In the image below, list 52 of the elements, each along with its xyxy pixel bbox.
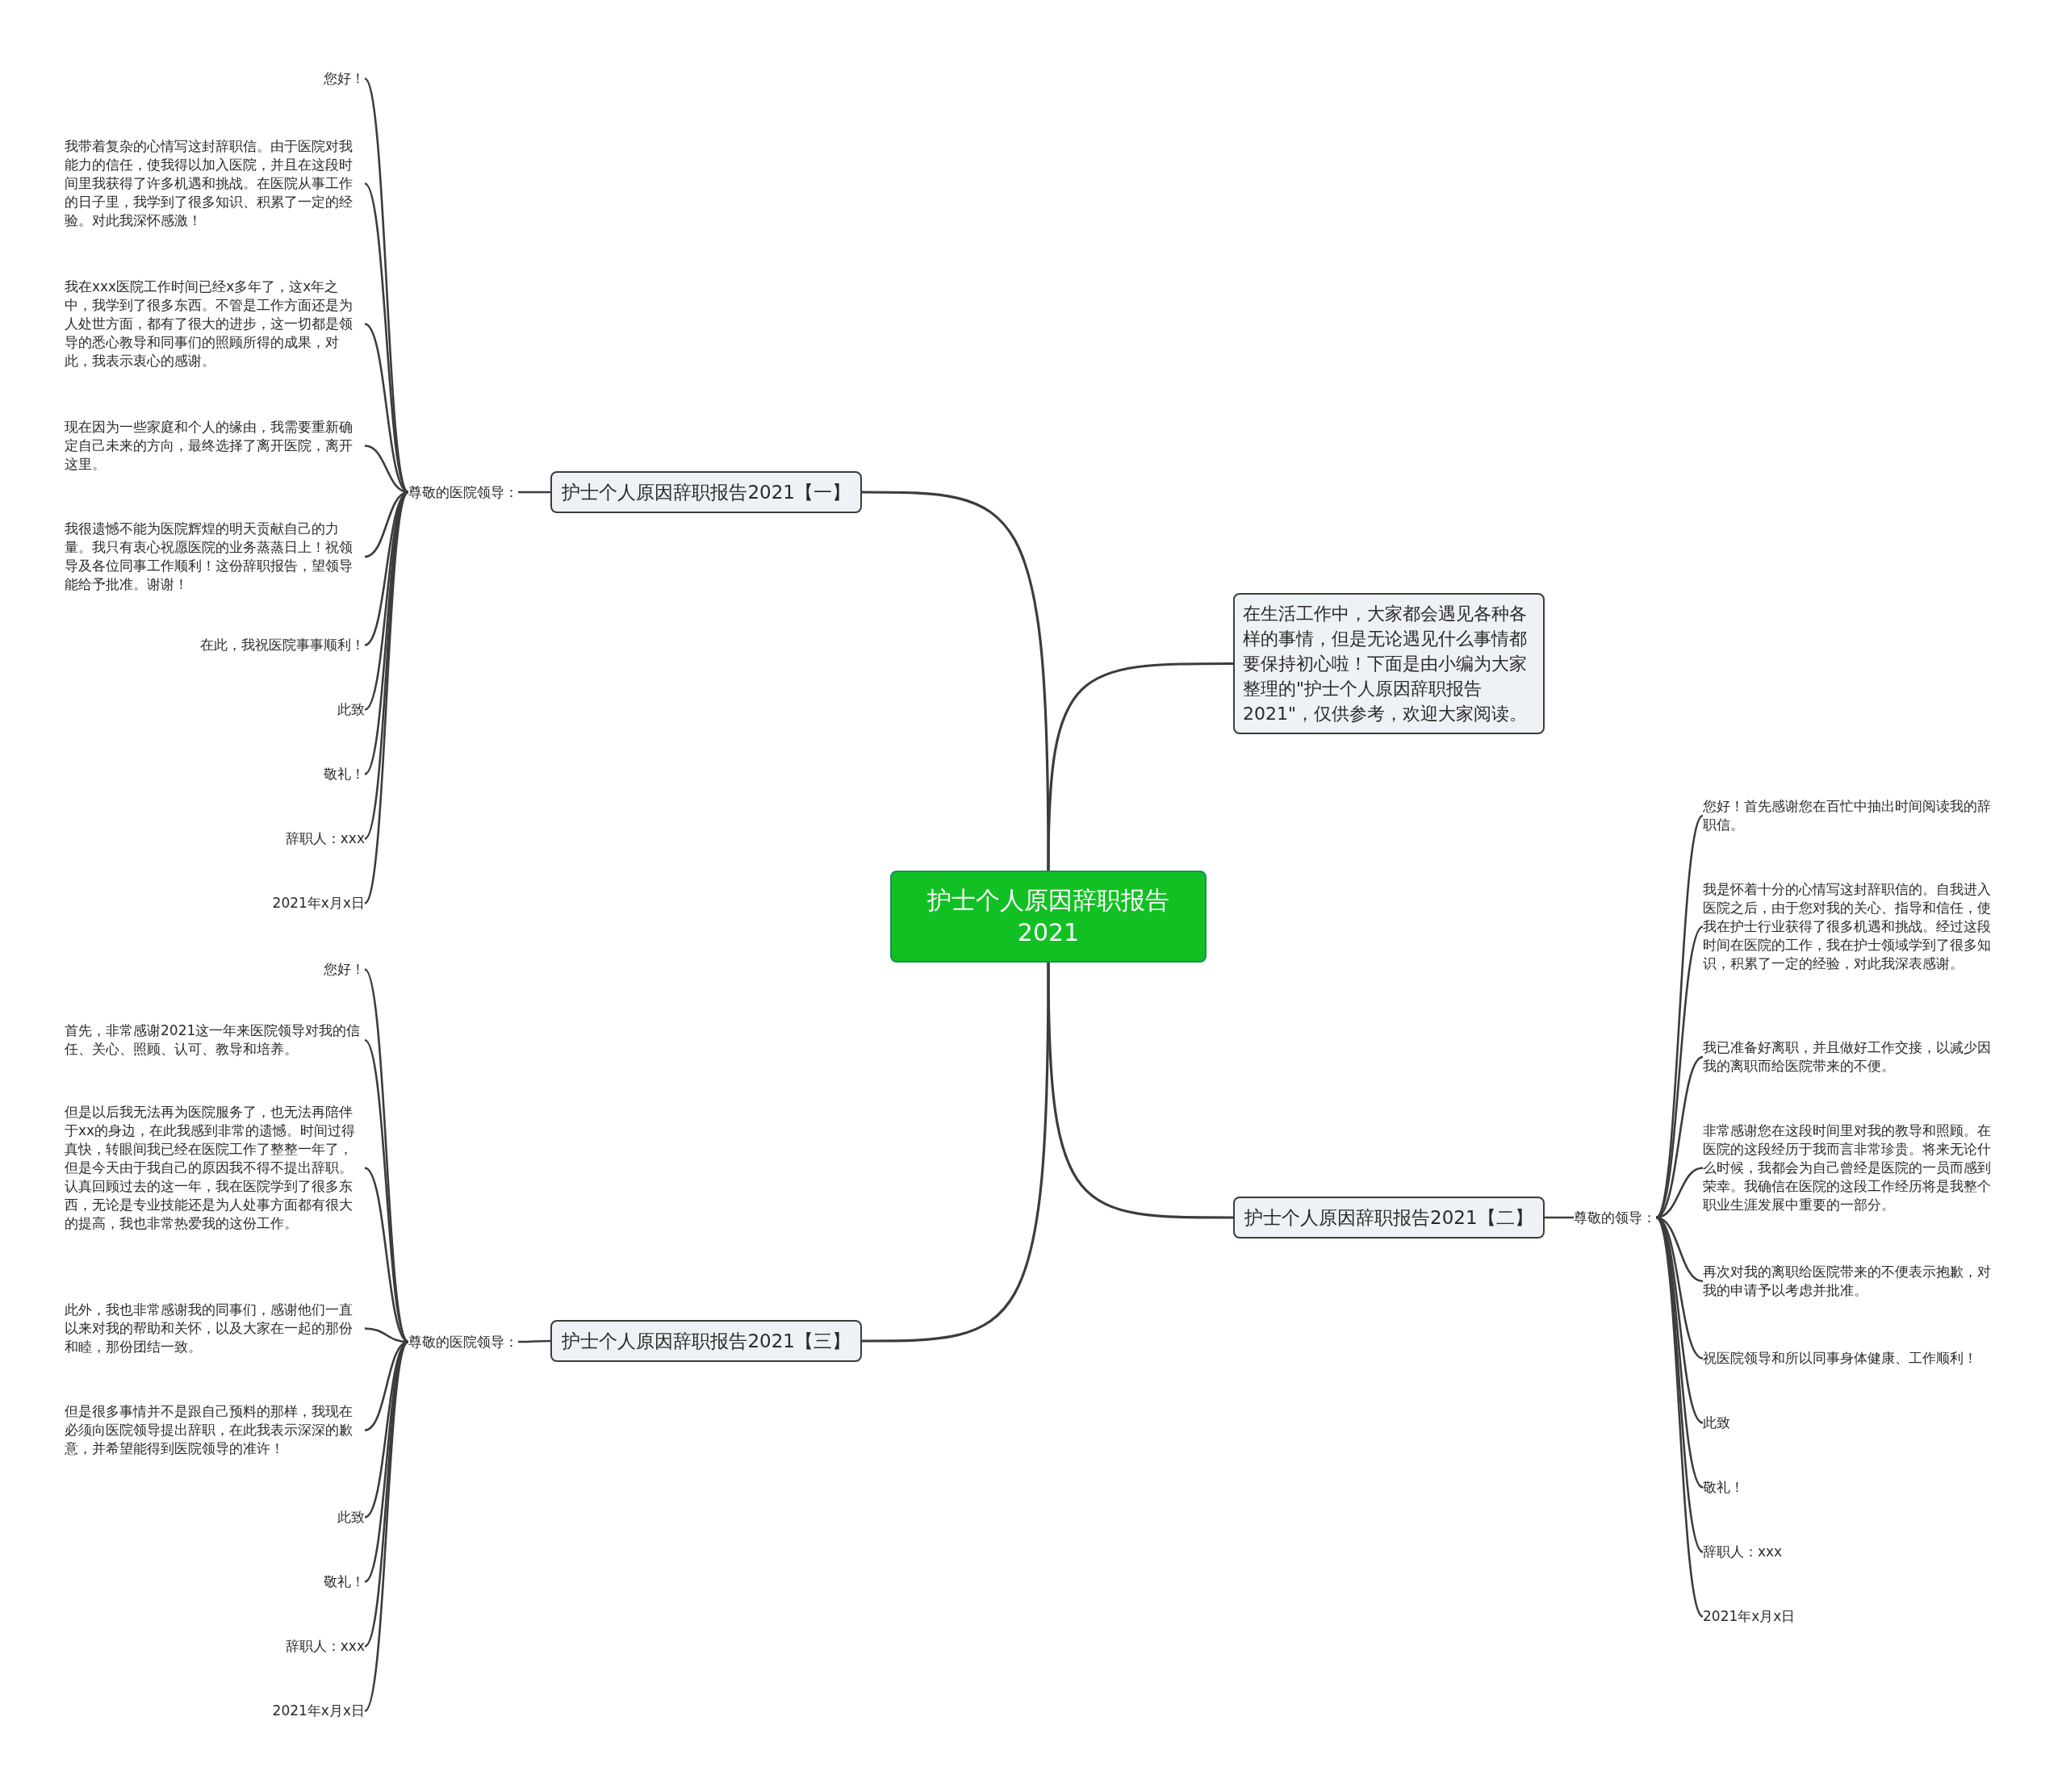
leaf-text: 敬礼！ (1703, 1478, 1744, 1497)
leaf-text: 祝医院领导和所以同事身体健康、工作顺利！ (1703, 1349, 1977, 1368)
leaf-text: 2021年x月x日 (272, 1702, 365, 1720)
leaf-text: 现在因为一些家庭和个人的缘由，我需要重新确定自己未来的方向，最终选择了离开医院，离开这里。 (65, 418, 365, 474)
leaf-text: 我带着复杂的心情写这封辞职信。由于医院对我能力的信任，使我得以加入医院，并且在这段时间里我获得了许多机遇和挑战。在医院从事工作的日子里，我学到了很多知识、积累了一定的经验。对此我深怀感激！ (65, 137, 365, 230)
leaf-text: 您好！ (324, 960, 365, 979)
connector-line (364, 1341, 409, 1583)
leaf-text: 此致 (337, 700, 365, 719)
leaf-text: 您好！ (324, 69, 365, 88)
branch-topic-box: 护士个人原因辞职报告2021【二】 (1233, 1197, 1545, 1239)
connector-line (364, 1039, 409, 1343)
subtopic-text: 尊敬的领导： (1574, 1208, 1656, 1227)
leaf-text: 首先，非常感谢2021这一年来医院领导对我的信任、关心、照顾、认可、教导和培养。 (65, 1021, 365, 1059)
connector-line (1544, 1216, 1574, 1219)
leaf-text: 敬礼！ (324, 1573, 365, 1591)
subtopic-text: 尊敬的医院领导： (408, 1332, 518, 1351)
leaf-text: 此外，我也非常感谢我的同事们，感谢他们一直以来对我的帮助和关怀，以及大家在一起的那份和睦，那份团结一致。 (65, 1301, 365, 1356)
branch-topic-box: 护士个人原因辞职报告2021【一】 (550, 471, 862, 513)
leaf-text: 非常感谢您在这段时间里对我的教导和照顾。在医院的这段经历于我而言非常珍贵。将来无论什么时候，我都会为自己曾经是医院的一员而感到荣幸。我确信在医院的这段工作经历将是我整个职业生涯发展中重要的一部分。 (1703, 1122, 2003, 1214)
leaf-text: 辞职人：xxx (1703, 1543, 1783, 1561)
connector-line (364, 1167, 409, 1343)
leaf-text: 此致 (337, 1508, 365, 1527)
connector-line (363, 491, 410, 904)
leaf-text: 再次对我的离职给医院带来的不便表示抱歉，对我的申请予以考虑并批准。 (1703, 1263, 2003, 1300)
connector-line (364, 1327, 409, 1343)
branch-topic-box: 护士个人原因辞职报告2021【三】 (550, 1320, 862, 1362)
leaf-text: 辞职人：xxx (285, 1637, 365, 1656)
central-topic-box: 护士个人原因辞职报告2021 (890, 871, 1207, 963)
connector-line (363, 1341, 410, 1712)
connector-line (1654, 1217, 1704, 1618)
leaf-text: 敬礼！ (324, 765, 365, 783)
intro-text-box: 在生活工作中，大家都会遇见各种各样的事情，但是无论遇见什么事情都要保持初心啦！下面是由小编为大家整理的"护士个人原因辞职报告2021"，仅供参考，欢迎大家阅读。 (1233, 593, 1545, 734)
leaf-text: 我很遗憾不能为医院辉煌的明天贡献自己的力量。我只有衷心祝愿医院的业务蒸蒸日上！祝领导及各位同事工作顺利！这份辞职报告，望领导能给予批准。谢谢！ (65, 520, 365, 594)
leaf-text: 我在xxx医院工作时间已经x多年了，这x年之中，我学到了很多东西。不管是工作方面还是为人处世方面，都有了很大的进步，这一切都是领导的悉心教导和同事们的照顾所得的成果，对此，我表示衷心的感谢。 (65, 278, 365, 370)
connector-line (1047, 662, 1233, 871)
leaf-text: 辞职人：xxx (285, 829, 365, 848)
leaf-text: 2021年x月x日 (272, 894, 365, 913)
connector-line (364, 182, 409, 493)
leaf-text: 在此，我祝医院事事顺利！ (200, 636, 365, 654)
leaf-text: 我已准备好离职，并且做好工作交接，以减少因我的离职而给医院带来的不便。 (1703, 1038, 2003, 1076)
connector-line (518, 491, 551, 494)
connector-line (518, 1339, 551, 1343)
leaf-text: 您好！首先感谢您在百忙中抽出时间阅读我的辞职信。 (1703, 797, 2003, 834)
subtopic-text: 尊敬的医院领导： (408, 482, 518, 502)
leaf-text: 我是怀着十分的心情写这封辞职信的。自我进入医院之后，由于您对我的关心、指导和信任，使我在护士行业获得了很多机遇和挑战。经过这段时间在医院的工作，我在护士领域学到了很多知识，积累了一定的经验，对此我深表感谢。 (1703, 880, 2003, 973)
leaf-text: 但是很多事情并不是跟自己预料的那样，我现在必须向医院领导提出辞职，在此我表示深深的歉意，并希望能得到医院领导的准许！ (65, 1402, 365, 1458)
leaf-text: 2021年x月x日 (1703, 1607, 1796, 1626)
leaf-text: 但是以后我无法再为医院服务了，也无法再陪伴于xx的身边，在此我感到非常的遗憾。时间过得真快，转眼间我已经在医院工作了整整一年了，但是今天由于我自己的原因我不得不提出辞职。认真回顾过去的这一年，我在医院学到了很多东西，无论是专业技能还是为人处事方面都有很大的提高，我也非常热爱我的这份工作。 (65, 1103, 365, 1233)
connector-line (1655, 925, 1704, 1218)
connector-line (862, 963, 1050, 1343)
leaf-text: 此致 (1703, 1414, 1730, 1432)
connector-line (364, 1341, 409, 1648)
